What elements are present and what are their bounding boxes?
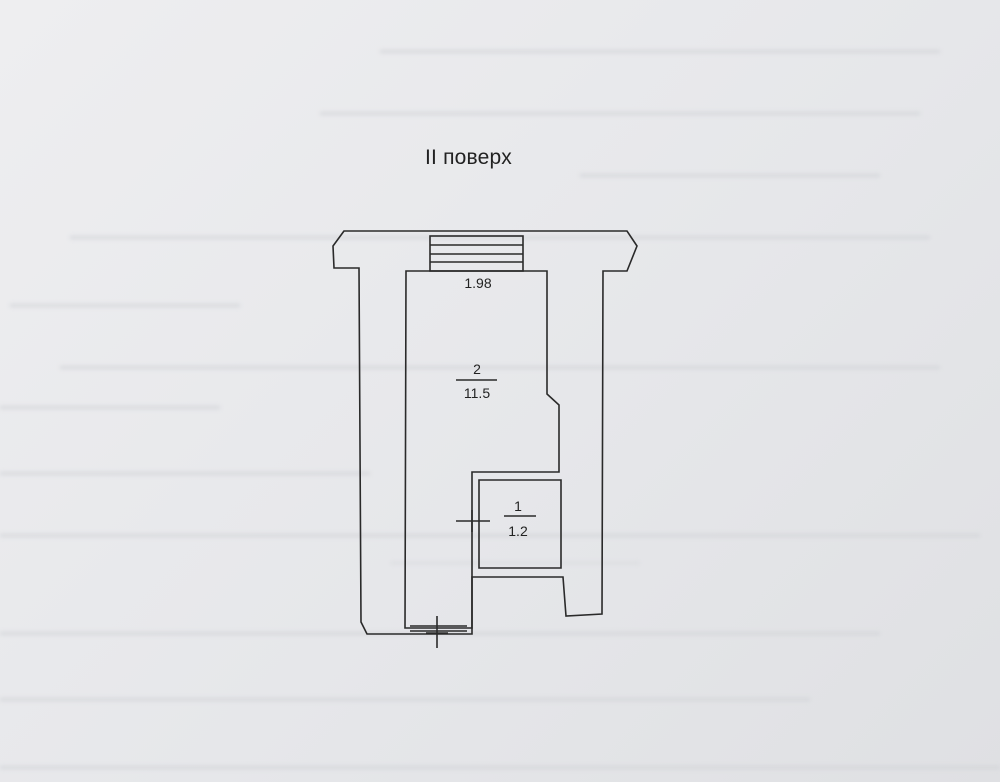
- floor-title: II поверх: [425, 146, 512, 169]
- room-2-area: 11.5: [464, 385, 490, 401]
- inner-wall: [404, 270, 560, 629]
- dimension-label: 1.98: [464, 275, 491, 291]
- room-1-wall: [478, 479, 562, 569]
- outer-wall: [332, 230, 638, 635]
- room-1-area: 1.2: [508, 523, 528, 539]
- room-2-number: 2: [473, 361, 481, 377]
- room-1-number: 1: [514, 498, 522, 514]
